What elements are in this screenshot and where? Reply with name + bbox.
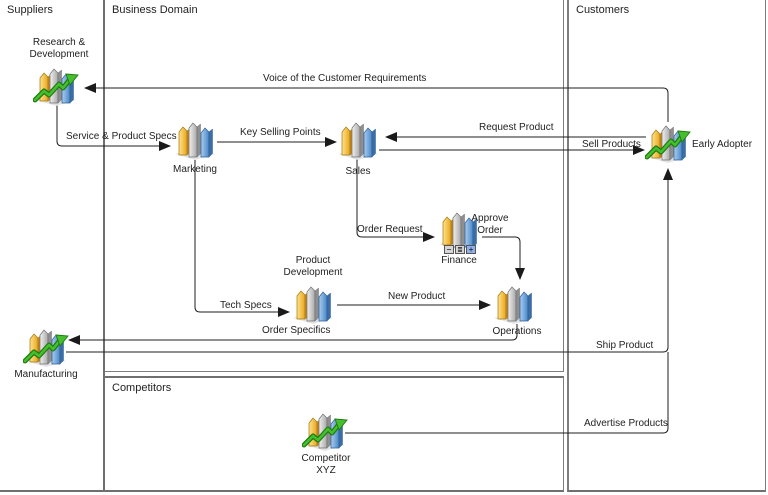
finance-icon-controls: − ≣ + xyxy=(444,245,476,254)
lane-business-domain-label: Business Domain xyxy=(112,4,198,16)
node-manufacturing[interactable] xyxy=(23,324,69,368)
node-marketing[interactable] xyxy=(172,117,218,161)
node-operations-label: Operations xyxy=(492,326,542,337)
edge-request-product-label: Request Product xyxy=(479,122,554,133)
node-sales-label: Sales xyxy=(345,166,371,177)
node-research-development-label: Research & Development xyxy=(29,37,89,60)
edge-voice-of-customer-label: Voice of the Customer Requirements xyxy=(263,73,427,84)
edge-tech-specs[interactable] xyxy=(194,160,290,317)
node-competitor-xyz-label: Competitor XYZ xyxy=(301,453,351,476)
lane-customers[interactable]: Customers xyxy=(567,0,766,492)
node-product-development[interactable] xyxy=(290,281,336,325)
lane-suppliers-label: Suppliers xyxy=(7,4,53,16)
node-competitor-xyz[interactable] xyxy=(302,408,348,452)
node-manufacturing-label: Manufacturing xyxy=(14,369,78,380)
node-early-adopter-label: Early Adopter xyxy=(692,139,753,150)
edge-order-specifics-label: Order Specifics xyxy=(262,325,331,336)
bar-chart-icon xyxy=(172,117,218,161)
collapse-button[interactable]: − xyxy=(444,245,454,254)
edge-order-request-label: Order Request xyxy=(357,224,423,235)
lane-suppliers[interactable]: Suppliers xyxy=(0,0,105,492)
bar-chart-icon xyxy=(335,117,381,161)
edge-advertise-products-label: Advertise Products xyxy=(584,418,668,429)
edge-service-product-specs-label: Service & Product Specs xyxy=(66,131,177,142)
lane-competitors-label: Competitors xyxy=(112,382,172,394)
node-product-development-label: Product Development xyxy=(283,255,343,278)
expand-button[interactable]: + xyxy=(466,245,476,254)
growth-chart-icon xyxy=(645,120,691,164)
edge-sell-products-label: Sell Products xyxy=(582,139,641,150)
edge-voice-of-customer[interactable] xyxy=(84,83,669,122)
edge-new-product-label: New Product xyxy=(388,291,446,302)
edge-service-product-specs[interactable] xyxy=(56,104,171,151)
edge-approve-order[interactable] xyxy=(482,236,525,280)
node-operations[interactable] xyxy=(491,281,537,325)
edge-order-request[interactable] xyxy=(356,159,435,242)
growth-chart-icon xyxy=(302,408,348,452)
edge-order-specifics[interactable] xyxy=(68,324,518,345)
lane-customers-label: Customers xyxy=(576,4,630,16)
lane-competitors[interactable]: Competitors xyxy=(105,376,564,492)
edge-approve-order-label: Approve Order xyxy=(471,213,509,236)
bar-chart-icon xyxy=(491,281,537,325)
edge-key-selling-points-label: Key Selling Points xyxy=(240,127,321,138)
lane-business-domain[interactable]: Business Domain xyxy=(105,0,564,372)
node-marketing-label: Marketing xyxy=(173,164,217,175)
edge-advertise-products[interactable] xyxy=(345,352,669,434)
growth-chart-icon xyxy=(23,324,69,368)
edge-tech-specs-label: Tech Specs xyxy=(220,300,272,311)
node-research-development[interactable] xyxy=(33,63,79,107)
node-sales[interactable] xyxy=(335,117,381,161)
window-button[interactable]: ≣ xyxy=(455,245,465,254)
growth-chart-icon xyxy=(33,63,79,107)
node-finance-label: Finance xyxy=(441,255,477,266)
edge-ship-product[interactable] xyxy=(66,168,673,353)
edge-ship-product-label: Ship Product xyxy=(596,340,654,351)
bar-chart-icon xyxy=(290,281,336,325)
node-early-adopter[interactable] xyxy=(645,120,691,164)
